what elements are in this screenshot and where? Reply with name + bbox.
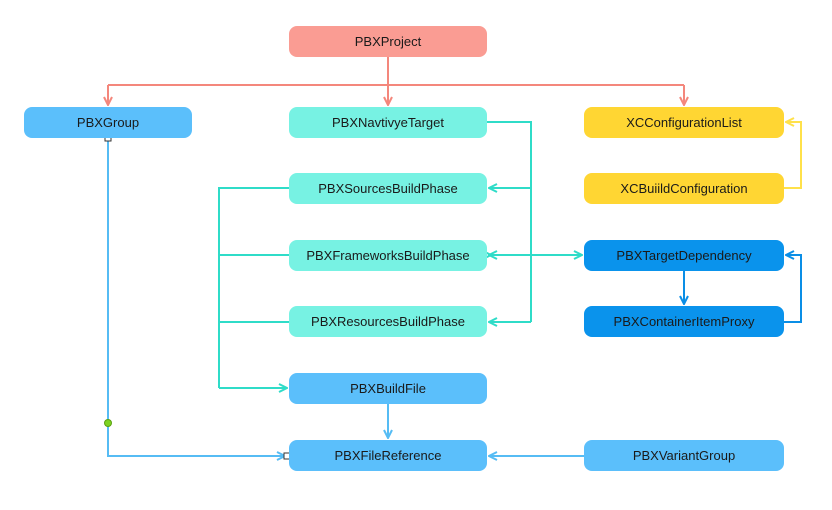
- node-pbxproject[interactable]: PBXProject: [289, 26, 487, 57]
- node-label: PBXTargetDependency: [616, 248, 752, 263]
- node-pbxsourcesbuildphase[interactable]: PBXSourcesBuildPhase: [289, 173, 487, 204]
- node-label: PBXSourcesBuildPhase: [318, 181, 458, 196]
- connector-midpoint-handle[interactable]: [104, 419, 112, 427]
- node-label: PBXFrameworksBuildPhase: [306, 248, 470, 263]
- edge-target-phases: [487, 121, 532, 322]
- node-label: PBXGroup: [76, 115, 140, 130]
- node-pbxresourcesbuildphase[interactable]: PBXResourcesBuildPhase: [289, 306, 487, 337]
- node-label: PBXFileReference: [334, 448, 442, 463]
- node-label: PBXNavtivyeTarget: [332, 115, 444, 130]
- node-label: PBXContainerItemProxy: [613, 314, 755, 329]
- node-label: PBXResourcesBuildPhase: [311, 314, 465, 329]
- node-label: PBXProject: [354, 34, 422, 49]
- edge-phases-bus: [218, 187, 289, 388]
- edge-files: [107, 138, 584, 456]
- edge-phases-buildfile: [218, 187, 289, 388]
- node-pbxvariantgroup[interactable]: PBXVariantGroup: [584, 440, 784, 471]
- node-label: XCBuiildConfiguration: [620, 181, 748, 196]
- edge-dependency: [684, 255, 802, 323]
- edge-project-children: [108, 57, 684, 104]
- node-xcconfigurationlist[interactable]: XCConfigurationList: [584, 107, 784, 138]
- edge-proxy-to-targetdep: [784, 255, 802, 323]
- edge-target-bus: [487, 121, 532, 322]
- node-pbxtargetdependency[interactable]: PBXTargetDependency: [584, 240, 784, 271]
- node-pbxnativetarget[interactable]: PBXNavtivyeTarget: [289, 107, 487, 138]
- node-xcbuildconfiguration[interactable]: XCBuiildConfiguration: [584, 173, 784, 204]
- node-label: PBXBuildFile: [350, 381, 426, 396]
- node-pbxfilereference[interactable]: PBXFileReference: [289, 440, 487, 471]
- node-pbxbuildfile[interactable]: PBXBuildFile: [289, 373, 487, 404]
- node-pbxgroup[interactable]: PBXGroup: [24, 107, 192, 138]
- node-label: XCConfigurationList: [626, 115, 742, 130]
- node-label: PBXVariantGroup: [632, 448, 736, 463]
- edge-group-to-fileref: [107, 138, 284, 456]
- node-pbxcontaineritemproxy[interactable]: PBXContainerItemProxy: [584, 306, 784, 337]
- node-pbxframeworksbuildphase[interactable]: PBXFrameworksBuildPhase: [289, 240, 487, 271]
- edge-buildcfg-to-cfglist: [784, 122, 802, 189]
